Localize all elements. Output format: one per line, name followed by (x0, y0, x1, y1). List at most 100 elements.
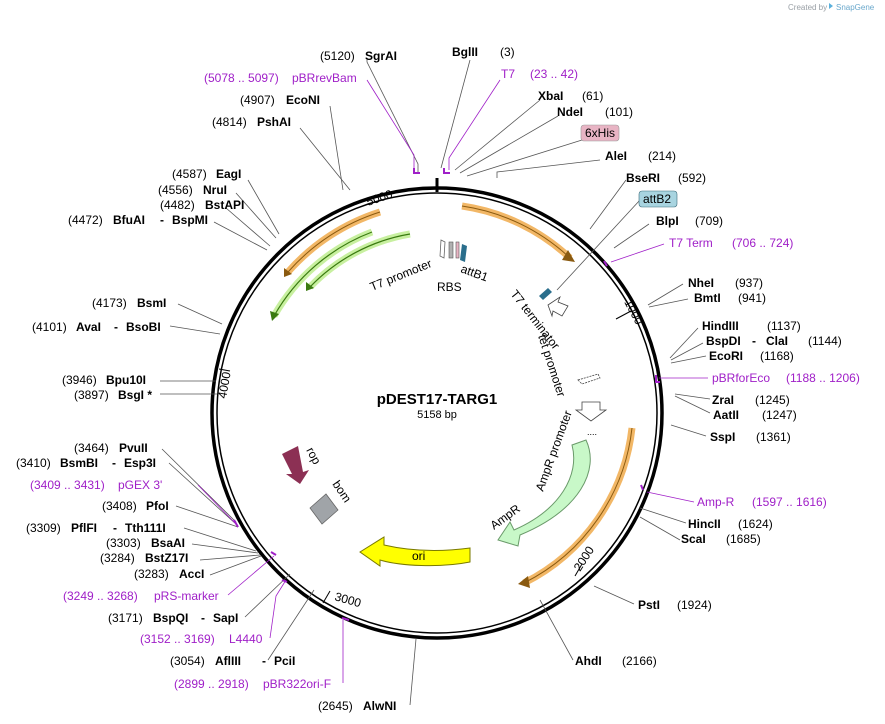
primer-tick-t7 (443, 168, 450, 174)
rop-arrow (282, 446, 309, 484)
primer-range-l4440: (3152 .. 3169) (140, 632, 215, 646)
leader-pgex3 (197, 484, 237, 525)
site-name-pshai: PshAI (257, 115, 291, 129)
site-name-bglii: BglII (452, 45, 478, 59)
site-pos-nhei: (937) (735, 276, 763, 290)
primer-name-pgex3: pGEX 3' (118, 478, 162, 492)
bom-label: bom (330, 478, 355, 505)
site-pos-pfoi: (3408) (102, 499, 137, 513)
ruler-label-5000: 5000 (364, 187, 394, 209)
leader-l4440 (269, 579, 287, 639)
leader-bstapi (225, 207, 271, 247)
leader-pfoi (175, 505, 239, 528)
ruler-tick-4000 (218, 368, 231, 372)
site-pos-aflIII: (3054) (170, 654, 205, 668)
site-extra-bsmbi: Esp3I (124, 456, 156, 470)
primer-range-pbr322ori: (2899 .. 2918) (174, 677, 249, 691)
ruler-tick-1000 (615, 310, 632, 320)
orf-top-right-arrowhead (562, 250, 575, 262)
site-sep-bsmbi: - (112, 456, 116, 470)
primer-tick-pbrrevbam (413, 168, 420, 174)
primer-tick-ampr (640, 484, 644, 491)
leader-lines (160, 59, 711, 706)
leader-hindiii (669, 327, 699, 359)
site-sep-pflfi: - (113, 521, 117, 535)
t7-terminator-arrow (547, 295, 569, 318)
site-pos-hincii: (1624) (738, 517, 773, 531)
ampr-promoter-label: AmpR promoter (533, 409, 575, 493)
site-name-bsgi: BsgI * (118, 388, 152, 402)
site-pos-bfuai: (4472) (68, 213, 103, 227)
leader-avai (169, 325, 221, 335)
ruler-label-3000: 3000 (333, 589, 363, 610)
site-extra-pflfi: Tth111I (125, 521, 166, 535)
primer-name-ampr: Amp-R (697, 495, 735, 509)
ori-label: ori (412, 549, 425, 563)
site-extra-bspdi: ClaI (766, 334, 788, 348)
primer-tick-l4440 (281, 579, 288, 583)
leader-aflIII (267, 589, 315, 661)
orf-top-left-arc-line (287, 211, 381, 273)
site-pos-eagi: (4587) (172, 167, 207, 181)
leader-attb2 (556, 199, 641, 291)
rop-label: rop (303, 445, 324, 467)
t7-promoter-label: T7 promoter (368, 256, 434, 293)
leader-bsmi (177, 303, 223, 325)
primer-range-pbrrevbam: (5078 .. 5097) (204, 71, 279, 85)
site-labels: (5120) SgrAI BglII (3) (4907) EcoNI XbaI… (16, 45, 842, 713)
tet-promoter-label: tet promoter (535, 333, 568, 399)
leader-bfuai (213, 221, 268, 251)
t7-terminator-label: T7 terminator (508, 287, 563, 352)
site-name-pfoi: PfoI (146, 499, 169, 513)
tet-promoter-marker (577, 373, 601, 385)
primer-name-pbr322ori: pBR322ori-F (263, 677, 331, 691)
rbs-label: RBS (437, 280, 462, 294)
primer-range-pgex3: (3409 .. 3431) (30, 478, 105, 492)
site-name-bseri: BseRI (626, 171, 660, 185)
site-pos-ecori: (1168) (760, 349, 794, 363)
site-extra-bspqi: SapI (213, 611, 238, 625)
site-pos-blpi: (709) (695, 214, 723, 228)
snapgene-watermark: Created by SnapGene (788, 3, 875, 12)
site-name-scai: ScaI (681, 532, 706, 546)
site-name-psti: PstI (638, 598, 660, 612)
orf-top-left-arrowhead (284, 268, 292, 277)
leader-prsmarker (227, 555, 275, 596)
leader-aatii (674, 395, 711, 414)
site-name-blpi: BlpI (656, 214, 679, 228)
leader-pflfi (183, 527, 257, 552)
green-orf-outer-arc-line (273, 231, 373, 317)
leader-alei (496, 159, 601, 178)
ampr-promoter-arrow (574, 401, 608, 422)
leader-pshai (299, 127, 351, 191)
leader-sspi (670, 424, 707, 437)
watermark-brand: SnapGene (836, 3, 875, 12)
leader-acci (209, 555, 262, 576)
site-pos-bspdi: (1144) (808, 334, 842, 348)
site-sep-bspqi: - (201, 611, 205, 625)
site-name-bpu10i: Bpu10I (106, 373, 146, 387)
primer-range-pbrforeco: (1188 .. 1206) (786, 371, 860, 385)
ampr-label: AmpR (488, 501, 523, 532)
site-pos-alwni: (2645) (318, 699, 353, 713)
site-name-ecori: EcoRI (709, 349, 743, 363)
leader-bstz17i (199, 554, 261, 561)
site-sep-aflIII: - (262, 654, 266, 668)
primer-range-t7: (23 .. 42) (530, 67, 578, 81)
site-pos-zrai: (1245) (755, 393, 790, 407)
site-pos-econi: (4907) (240, 93, 275, 107)
site-name-bfuai: BfuAI (113, 213, 145, 227)
leader-bglii (440, 59, 471, 169)
site-name-bstz17i: BstZ17I (145, 551, 188, 565)
leader-nhei (647, 283, 684, 306)
site-name-bsmi: BsmI (137, 296, 166, 310)
6xhis-marker (455, 241, 460, 259)
leader-ecori (670, 355, 707, 364)
site-pos-psti: (1924) (677, 598, 712, 612)
site-name-aflIII: AflIII (215, 654, 241, 668)
bom-box (309, 493, 339, 525)
site-name-zrai: ZraI (712, 393, 734, 407)
primer-tick-pgex3 (233, 519, 239, 528)
leader-scai (639, 516, 681, 541)
